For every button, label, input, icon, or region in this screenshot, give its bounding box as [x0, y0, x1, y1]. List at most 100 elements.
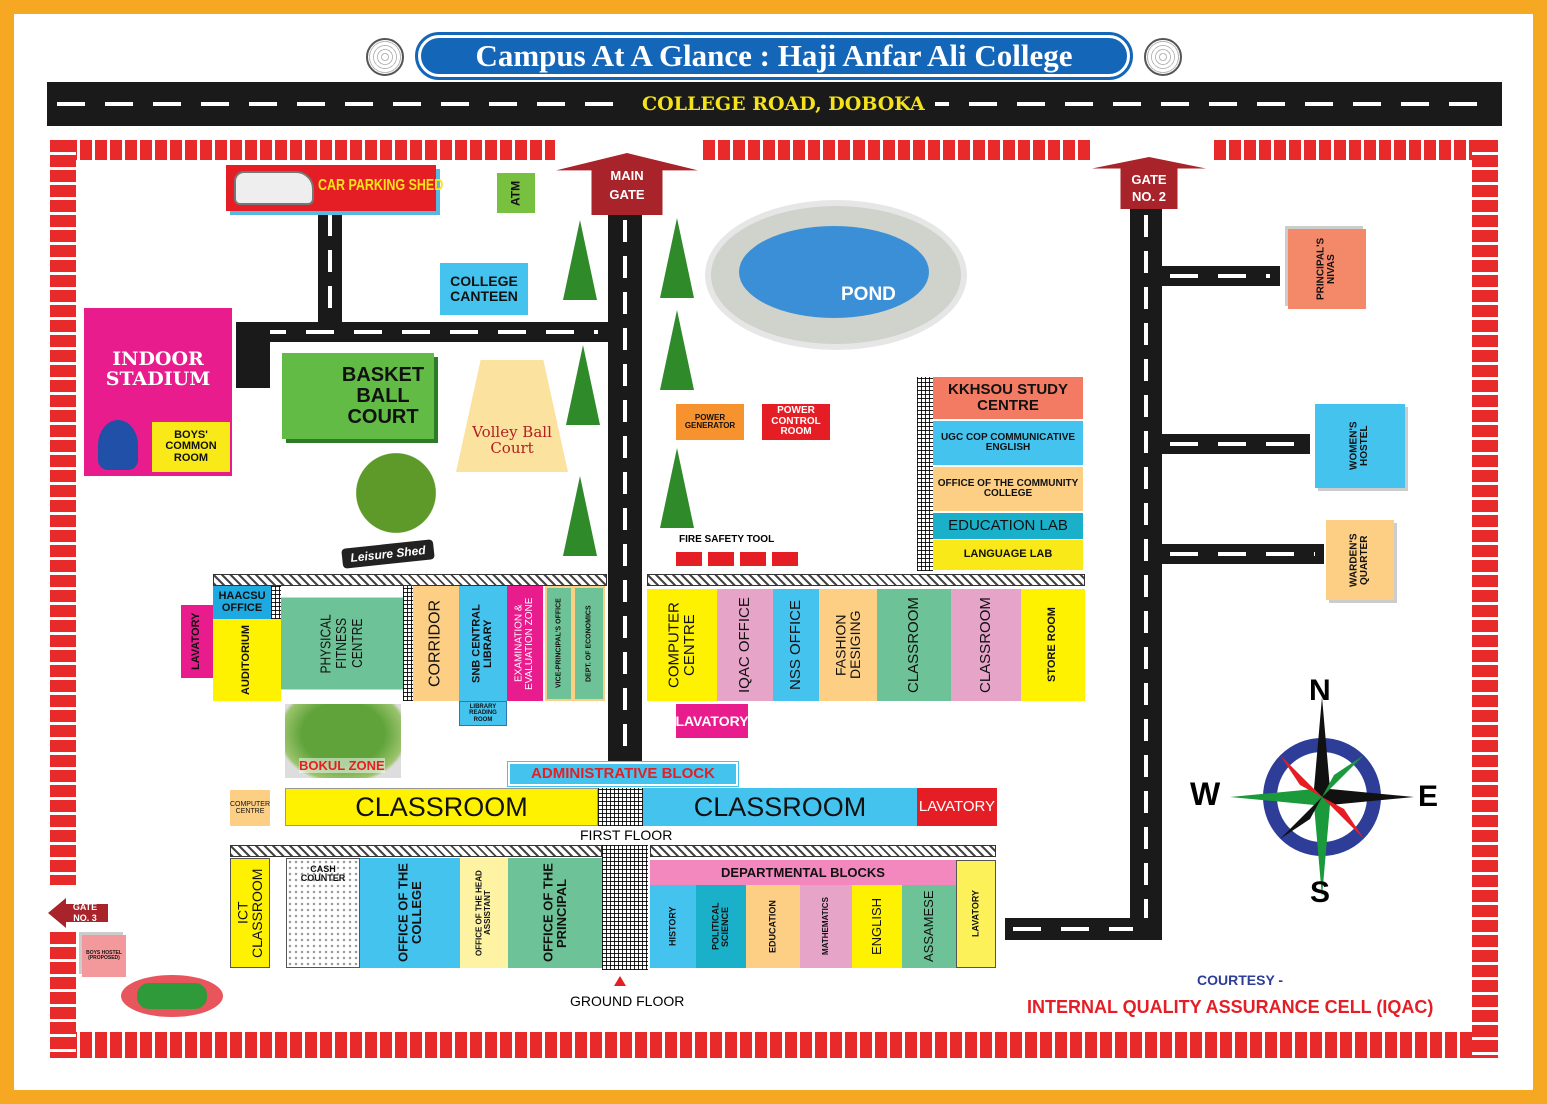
community-college-office[interactable]: OFFICE OF THE COMMUNITY COLLEGE — [933, 467, 1083, 511]
dept-education[interactable]: EDUCATION — [746, 885, 800, 968]
boys-common-room[interactable]: BOYS' COMMON ROOM — [152, 422, 230, 472]
tree-icon — [660, 218, 694, 298]
bokul-zone-label: BOKUL ZONE — [299, 758, 385, 773]
compass-south: S — [1310, 876, 1331, 909]
entrance-arrow-icon — [614, 976, 626, 986]
map-title: Campus At A Glance : Haji Anfar Ali Coll… — [415, 32, 1133, 80]
pond-label: POND — [841, 284, 896, 305]
compass-east: E — [1418, 780, 1439, 813]
iqac-credit: INTERNAL QUALITY ASSURANCE CELL (IQAC) — [1027, 997, 1434, 1017]
language-lab[interactable]: LANGUAGE LAB — [933, 540, 1083, 570]
classroom-first-floor-left[interactable]: CLASSROOM — [285, 788, 598, 826]
branch-road — [1162, 544, 1324, 564]
stairs — [602, 845, 648, 970]
examination-zone[interactable]: EXAMINATION & EVALUATION ZONE — [507, 586, 543, 701]
tree-icon — [660, 310, 694, 390]
dept-lavatory[interactable]: LAVATORY — [956, 860, 996, 968]
compass-north: N — [1309, 674, 1331, 707]
dept-assamese[interactable]: ASSAMESE — [902, 885, 956, 968]
tree-icon — [563, 220, 597, 300]
playground-icon[interactable] — [121, 975, 223, 1017]
stairs — [917, 377, 933, 571]
dept-of-economics[interactable]: DEPT. OF ECONOMICS — [573, 586, 605, 701]
lavatory[interactable]: LAVATORY — [181, 605, 213, 678]
fire-safety-label: FIRE SAFETY TOOL — [679, 534, 775, 545]
car-parking-label: CAR PARKING SHED — [318, 177, 444, 194]
bokul-zone[interactable]: BOKUL ZONE — [285, 704, 401, 778]
tree-icon — [660, 448, 694, 528]
cash-counter[interactable]: CASH COUNTER — [286, 858, 360, 968]
boundary-wall — [50, 140, 76, 885]
auditorium[interactable]: AUDITORIUM — [213, 619, 281, 701]
college-canteen[interactable]: COLLEGE CANTEEN — [440, 263, 528, 315]
parking-road — [318, 208, 342, 336]
college-seal-icon — [366, 38, 404, 76]
road-label: COLLEGE ROAD, DOBOKA — [632, 90, 935, 118]
college-road: COLLEGE ROAD, DOBOKA — [47, 82, 1502, 126]
verandah — [650, 845, 996, 857]
office-of-the-college[interactable]: OFFICE OF THE COLLEGE — [360, 858, 460, 968]
car-parking-shed[interactable]: CAR PARKING SHED — [226, 165, 443, 211]
basketball-court[interactable]: BASKET BALL COURT — [282, 353, 434, 439]
principals-office[interactable]: OFFICE OF THE PRINCIPAL — [508, 858, 602, 968]
power-generator[interactable]: POWER GENERATOR — [676, 404, 744, 440]
nss-office[interactable]: NSS OFFICE — [773, 589, 819, 701]
badminton-player-icon — [98, 420, 138, 470]
stairs — [598, 788, 643, 826]
gate2-road — [1130, 205, 1162, 940]
classroom[interactable]: CLASSROOM — [951, 589, 1021, 701]
lavatory[interactable]: LAVATORY — [917, 788, 997, 826]
education-lab[interactable]: EDUCATION LAB — [933, 513, 1083, 539]
pond[interactable]: POND — [705, 200, 967, 350]
womens-hostel[interactable]: WOMEN'S HOSTEL — [1315, 404, 1405, 488]
boundary-wall — [703, 140, 1091, 160]
compass-west: W — [1190, 776, 1221, 812]
atm[interactable]: ATM — [497, 173, 535, 213]
ugc-cop-english[interactable]: UGC COP COMMUNICATIVE ENGLISH — [933, 421, 1083, 465]
boundary-wall — [50, 140, 555, 160]
gate2-road — [1005, 918, 1162, 940]
corridor[interactable]: CORRIDOR — [413, 586, 459, 701]
snb-central-library[interactable]: SNB CENTRAL LIBRARY — [459, 586, 507, 701]
administrative-block-title: ADMINISTRATIVE BLOCK — [507, 761, 739, 787]
computer-centre[interactable]: COMPUTER CENTRE — [647, 589, 717, 701]
iqac-office[interactable]: IQAC OFFICE — [717, 589, 773, 701]
dept-mathematics[interactable]: MATHEMATICS — [800, 885, 852, 968]
canteen-road — [248, 322, 610, 342]
boys-hostel-proposed[interactable]: BOYS HOSTEL (PROPOSED) — [82, 935, 126, 977]
ict-classroom[interactable]: ICT CLASSROOM — [230, 858, 270, 968]
vice-principals-office[interactable]: VICE-PRINCIPAL'S OFFICE — [545, 586, 573, 701]
dept-history[interactable]: HISTORY — [650, 885, 696, 968]
tree-icon — [340, 448, 452, 538]
classroom-first-floor-right[interactable]: CLASSROOM — [643, 788, 917, 826]
stairs — [271, 586, 281, 619]
car-icon — [234, 171, 314, 205]
head-assistant-office[interactable]: OFFICE OF THE HEAD ASSISTANT — [460, 858, 508, 968]
verandah — [647, 574, 1085, 586]
computer-centre-small[interactable]: COMPUTER CENTRE — [230, 790, 270, 826]
boundary-wall — [50, 932, 76, 1058]
physical-fitness-centre[interactable]: PHYSICAL FITNESS CENTRE — [281, 597, 403, 690]
boundary-wall — [50, 1032, 1497, 1058]
boundary-wall — [1472, 140, 1498, 1058]
fashion-designing[interactable]: FASHION DESIGING — [819, 589, 877, 701]
principals-nivas[interactable]: PRINCIPAL'S NIVAS — [1288, 229, 1366, 309]
wardens-quarter[interactable]: WARDEN'S QUARTER — [1326, 520, 1394, 600]
lavatory[interactable]: LAVATORY — [675, 704, 749, 738]
courtesy-label: COURTESY - — [1197, 972, 1284, 988]
compass-rose-icon — [1230, 697, 1414, 897]
power-control-room[interactable]: POWER CONTROL ROOM — [762, 404, 830, 440]
haacsu-office[interactable]: HAACSU OFFICE — [213, 586, 271, 619]
stairs — [403, 586, 413, 701]
tree-icon — [563, 476, 597, 556]
classroom[interactable]: CLASSROOM — [877, 589, 951, 701]
kkhsou-study-centre[interactable]: KKHSOU STUDY CENTRE — [933, 377, 1083, 419]
dept-english[interactable]: ENGLISH — [852, 885, 902, 968]
indoor-stadium[interactable]: INDOOR STADIUM BOYS' COMMON ROOM — [84, 308, 232, 476]
dept-political-science[interactable]: POLITICAL SCIENCE — [696, 885, 746, 968]
verandah — [230, 845, 602, 857]
indoor-stadium-label: INDOOR STADIUM — [105, 348, 211, 390]
boundary-wall — [1214, 140, 1496, 160]
store-room[interactable]: STORE ROOM — [1021, 589, 1085, 701]
library-reading-room[interactable]: LIBRARY READING ROOM — [459, 701, 507, 726]
